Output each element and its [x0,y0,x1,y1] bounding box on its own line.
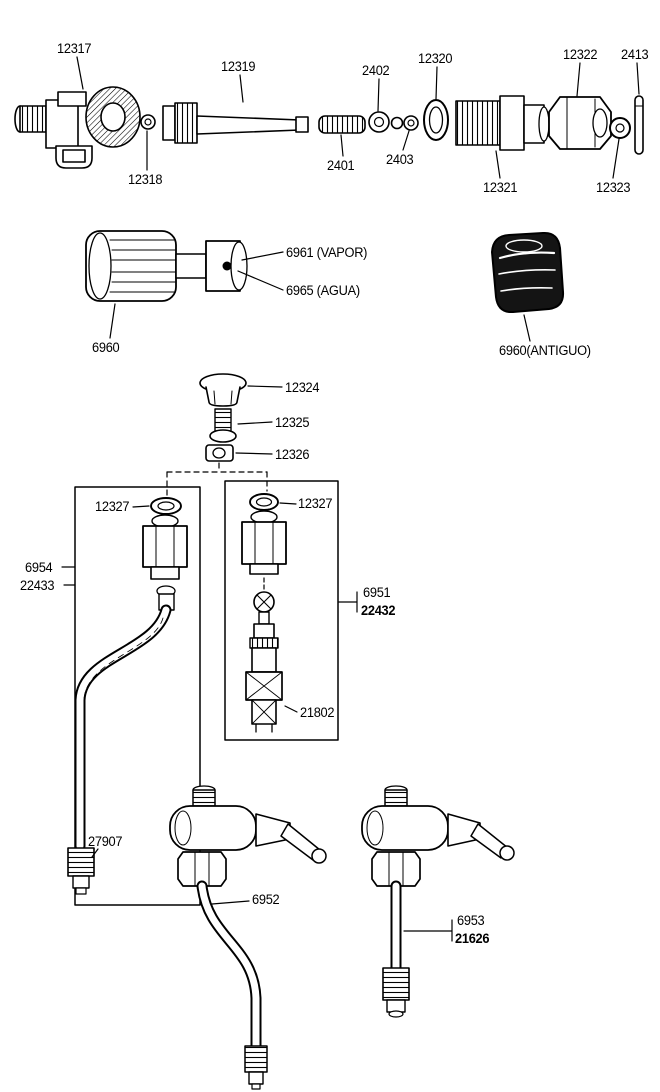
part-6952-valve-assembly [169,785,327,1090]
part-left-elbow-pipe [74,604,172,852]
callout-21626: 21626 [455,931,490,946]
leader-12321 [495,150,501,179]
leader-12327-right [279,502,297,505]
leader-6961 [241,251,284,261]
leader-6953-21626 [403,919,453,942]
part-12327-gasket-left [150,497,182,515]
callout-12327-right: 12327 [298,496,333,511]
part-12324-packing-nut [199,373,247,407]
callout-6951: 6951 [363,585,391,600]
part-12325-spring-stem [209,408,237,443]
leader-12327-left [132,505,150,508]
callout-22433: 22433 [20,578,55,593]
callout-6961-vapor: 6961 (VAPOR) [286,245,368,260]
part-right-union-fitting [241,510,287,591]
part-21802-valve [245,591,283,733]
leader-12322 [576,62,581,97]
leader-27907 [91,848,99,858]
leader-12317 [76,56,84,90]
callout-6960: 6960 [92,340,120,355]
part-12326-nut [205,444,234,462]
leader-6952 [211,900,250,905]
callout-12323: 12323 [596,180,631,195]
callout-2401: 2401 [327,158,355,173]
leader-12320 [435,66,438,100]
right-assembly-box [224,480,339,741]
callout-22432: 22432 [361,603,396,618]
part-12317-valve-body [14,86,141,169]
callout-21802: 21802 [300,705,335,720]
callout-2402: 2402 [362,63,390,78]
callout-2403: 2403 [386,152,414,167]
part-2401-spring [318,115,366,134]
part-2403-washers [390,115,419,131]
callout-12327-left: 12327 [95,499,130,514]
callout-12322: 12322 [563,47,598,62]
leader-lines [61,56,640,942]
callout-12320: 12320 [418,51,453,66]
leader-12325 [237,421,273,425]
part-12327-gasket-right [249,493,279,511]
callout-12326: 12326 [275,447,310,462]
leader-6960-antiguo [523,314,531,342]
part-6960-antiguo-knob [491,231,565,314]
part-6960-knob [85,230,248,302]
part-2402-washer [368,111,390,133]
part-2413-pin [634,95,644,155]
callout-12321: 12321 [483,180,518,195]
callout-12324: 12324 [285,380,320,395]
part-27907-pipe-end-fitting [67,847,95,895]
leader-6965 [237,270,284,291]
callout-27907: 27907 [88,834,123,849]
part-12318-washer [140,114,156,130]
leader-6960 [109,303,116,339]
part-12323-washer [609,117,631,139]
leader-12324 [247,385,283,388]
part-12322-nut [548,96,612,150]
callout-6953: 6953 [457,913,485,928]
part-12321-valve-seat [455,95,550,151]
leader-2402 [377,78,380,112]
leader-12326 [235,452,273,455]
leader-12319 [239,74,244,103]
leader-12323 [612,138,620,179]
part-12319-valve-stem [162,102,309,144]
callout-6954: 6954 [25,560,53,575]
part-12320-gasket [423,99,449,141]
callout-6960-antiguo: 6960(ANTIGUO) [499,343,591,358]
callout-12319: 12319 [221,59,256,74]
assembly-dashed-connectors [166,462,268,496]
leader-2413 [636,62,640,95]
leader-21802 [284,705,298,713]
callout-12318: 12318 [128,172,163,187]
part-left-union-fitting [142,514,188,611]
callout-2413: 2413 [621,47,649,62]
leader-2401 [340,134,344,157]
callout-6965-agua: 6965 (AGUA) [286,283,360,298]
leader-2403 [402,130,410,151]
callout-12317: 12317 [57,41,92,56]
leader-6951-22432 [338,591,358,613]
callout-6952: 6952 [252,892,280,907]
callout-12325: 12325 [275,415,310,430]
part-6953-valve-assembly [361,785,515,1018]
